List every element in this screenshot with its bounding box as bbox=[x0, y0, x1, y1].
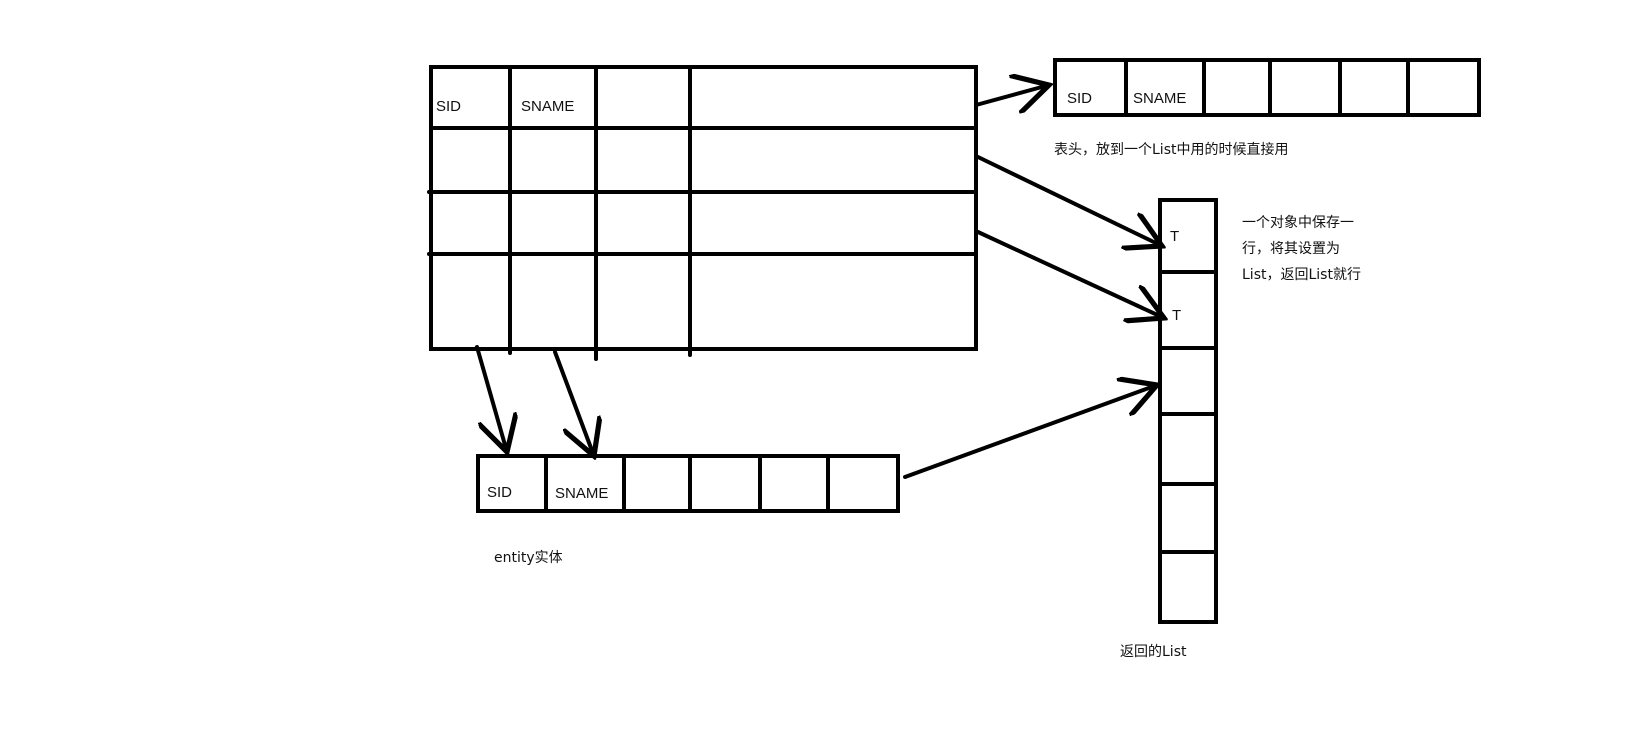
header-list-border bbox=[1053, 58, 1481, 117]
table-header-list: SID SNAME bbox=[1053, 58, 1481, 117]
arrows bbox=[475, 85, 1164, 479]
header-list-sid: SID bbox=[1067, 90, 1092, 107]
return-list: T T bbox=[1158, 198, 1218, 624]
return-list-note-line-2: 行，将其设置为 bbox=[1242, 241, 1340, 257]
return-list-item-t: T bbox=[1172, 307, 1181, 324]
table-header-sid: SID bbox=[436, 98, 461, 115]
table-header-sname: SNAME bbox=[521, 98, 574, 115]
entity-sid: SID bbox=[487, 484, 512, 501]
header-list-caption: 表头，放到一个List中用的时候直接用 bbox=[1054, 141, 1288, 158]
arrow-column-to-entity bbox=[475, 345, 507, 452]
return-list-item-t: T bbox=[1170, 228, 1179, 245]
arrow-entity-to-list bbox=[903, 385, 1157, 479]
arrow-row-to-list-item bbox=[976, 230, 1164, 318]
return-list-caption: 返回的List bbox=[1120, 644, 1187, 660]
entity-caption: entity实体 bbox=[494, 550, 563, 566]
arrow-column-to-entity bbox=[553, 350, 594, 456]
return-list-note-line-3: List，返回List就行 bbox=[1242, 267, 1361, 283]
return-list-border bbox=[1158, 198, 1218, 624]
header-list-sname: SNAME bbox=[1133, 90, 1186, 107]
entity-sname: SNAME bbox=[555, 485, 608, 502]
entity-row: SID SNAME bbox=[476, 454, 900, 513]
return-list-note-line-1: 一个对象中保存一 bbox=[1242, 215, 1354, 231]
arrow-table-to-header-list bbox=[974, 85, 1049, 105]
arrow-row-to-list-item bbox=[976, 155, 1162, 246]
database-table: SID SNAME bbox=[427, 65, 978, 361]
database-table-border bbox=[429, 65, 978, 351]
